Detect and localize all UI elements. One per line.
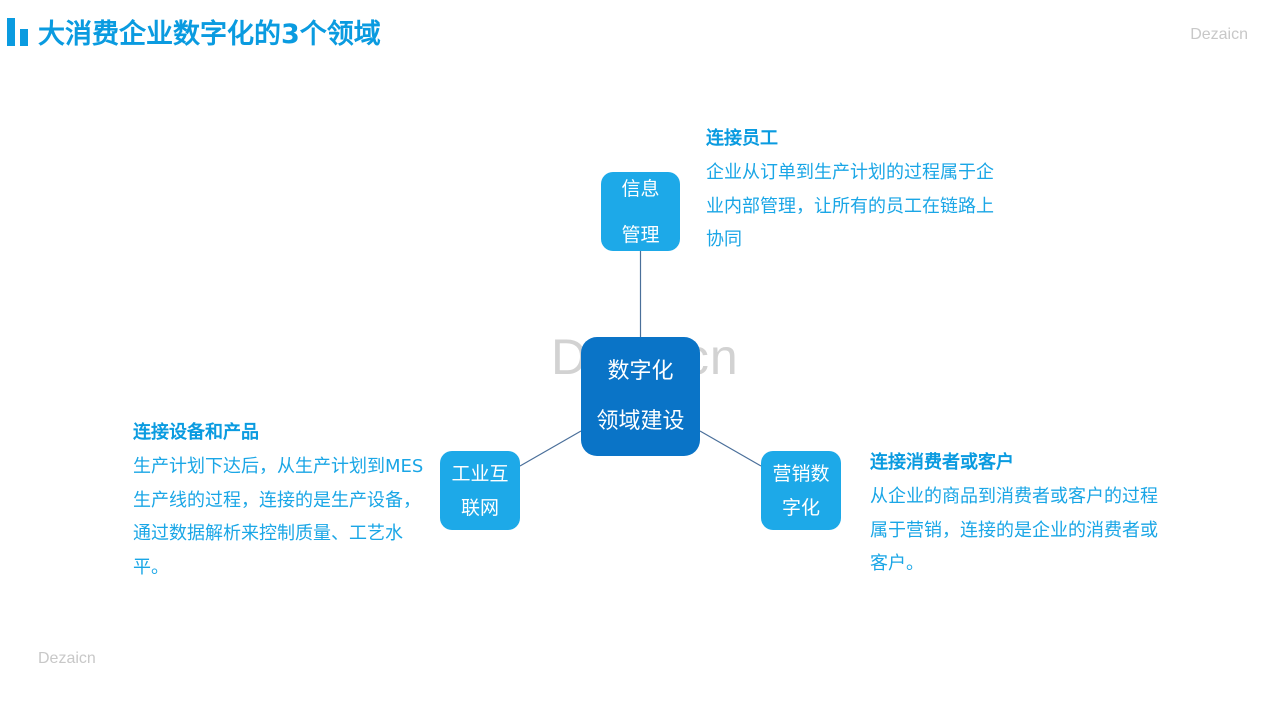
description-left-body: 生产计划下达后，从生产计划到MES生产线的过程，连接的是生产设备，通过数据解析来… [133, 456, 424, 578]
top-node: 信息 管理 [601, 172, 680, 251]
description-left-title: 连接设备和产品 [133, 422, 259, 443]
description-right-title: 连接消费者或客户 [870, 452, 1014, 473]
right-node-line2: 字化 [781, 496, 820, 519]
center-node-line2: 领域建设 [596, 408, 685, 434]
connector-left [519, 430, 582, 467]
description-top-body: 企业从订单到生产计划的过程属于企业内部管理，让所有的员工在链路上协同 [706, 162, 994, 250]
description-left: 连接设备和产品 生产计划下达后，从生产计划到MES生产线的过程，连接的是生产设备… [133, 420, 425, 584]
connector-right [699, 430, 762, 467]
page-title: 大消费企业数字化的3个领域 [38, 19, 381, 50]
description-right: 连接消费者或客户 从企业的商品到消费者或客户的过程属于营销，连接的是企业的消费者… [870, 450, 1162, 581]
top-node-line2: 管理 [621, 223, 660, 246]
title-bar-icon [7, 18, 29, 46]
description-top: 连接员工 企业从订单到生产计划的过程属于企业内部管理，让所有的员工在链路上协同 [706, 126, 998, 257]
description-top-title: 连接员工 [706, 128, 778, 149]
title-bar-tall [7, 18, 15, 46]
center-node: 数字化 领域建设 [581, 337, 700, 456]
left-node-line1: 工业互 [451, 462, 509, 485]
watermark-bottom: Dezaicn [38, 650, 96, 667]
left-node: 工业互 联网 [440, 451, 520, 530]
right-node: 营销数 字化 [761, 451, 841, 530]
top-node-line1: 信息 [621, 177, 660, 200]
center-node-line1: 数字化 [607, 358, 674, 384]
description-right-body: 从企业的商品到消费者或客户的过程属于营销，连接的是企业的消费者或客户。 [870, 486, 1158, 574]
right-node-line1: 营销数 [772, 462, 830, 485]
title-bar-short [20, 29, 28, 46]
left-node-line2: 联网 [460, 496, 499, 519]
watermark-top: Dezaicn [1190, 26, 1248, 43]
